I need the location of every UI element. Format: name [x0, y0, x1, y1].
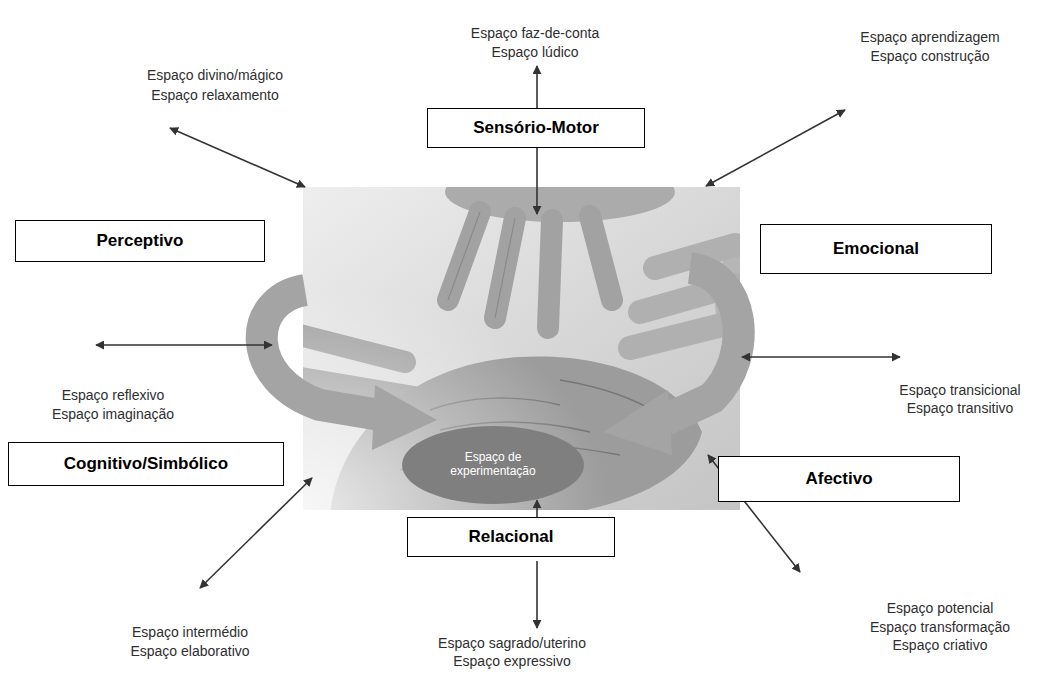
dimension-box: Sensório-Motor	[427, 108, 645, 148]
space-label: Espaço expressivo	[453, 652, 571, 670]
space-label: Espaço faz-de-conta	[471, 24, 599, 42]
connector-arrow	[536, 500, 538, 517]
arrow-line	[536, 561, 538, 628]
cycle-arrow	[665, 268, 739, 420]
space-label: Espaço divino/mágico	[147, 66, 283, 84]
space-label: Espaço imaginação	[52, 405, 174, 423]
space-label: Espaço transicional	[899, 381, 1020, 399]
hands-photo	[303, 187, 740, 510]
box-label: Afectivo	[805, 469, 872, 489]
space-label: Espaço aprendizagem	[860, 28, 999, 46]
space-label: Espaço construção	[870, 47, 989, 65]
space-label: Espaço transformação	[870, 618, 1010, 636]
space-label: Espaço elaborativo	[130, 642, 249, 660]
center-ellipse: Espaço de experimentação	[401, 425, 585, 505]
cycle-arrow	[262, 290, 380, 415]
space-label: Espaço relaxamento	[151, 86, 279, 104]
dimension-box: Afectivo	[718, 456, 960, 502]
box-label: Sensório-Motor	[473, 118, 599, 138]
space-label: Espaço transitivo	[907, 399, 1014, 417]
box-label: Cognitivo/Simbólico	[64, 454, 228, 474]
dimension-box: Cognitivo/Simbólico	[8, 442, 284, 486]
box-label: Emocional	[833, 239, 919, 259]
double-arrow	[706, 110, 845, 186]
space-label: Espaço reflexivo	[62, 386, 165, 404]
double-arrow	[96, 344, 272, 346]
space-label: Espaço criativo	[893, 636, 988, 654]
double-arrows	[96, 66, 900, 628]
ellipse-outline	[402, 426, 584, 504]
double-arrow	[742, 356, 900, 358]
space-label: Espaço intermédio	[132, 623, 248, 641]
dimension-box: Emocional	[760, 224, 992, 274]
space-label: Espaço sagrado/uterino	[438, 634, 586, 652]
cycle-arrowhead	[603, 390, 672, 455]
dimension-box: Perceptivo	[15, 220, 265, 262]
space-label: Espaço lúdico	[491, 43, 578, 61]
double-arrow	[200, 478, 312, 588]
space-label: Espaço potencial	[887, 599, 994, 617]
double-arrow	[170, 128, 305, 187]
ellipse-label: Espaço de experimentação	[450, 451, 535, 479]
box-label: Relacional	[468, 527, 553, 547]
box-label: Perceptivo	[97, 231, 184, 251]
dimension-box: Relacional	[407, 517, 615, 557]
